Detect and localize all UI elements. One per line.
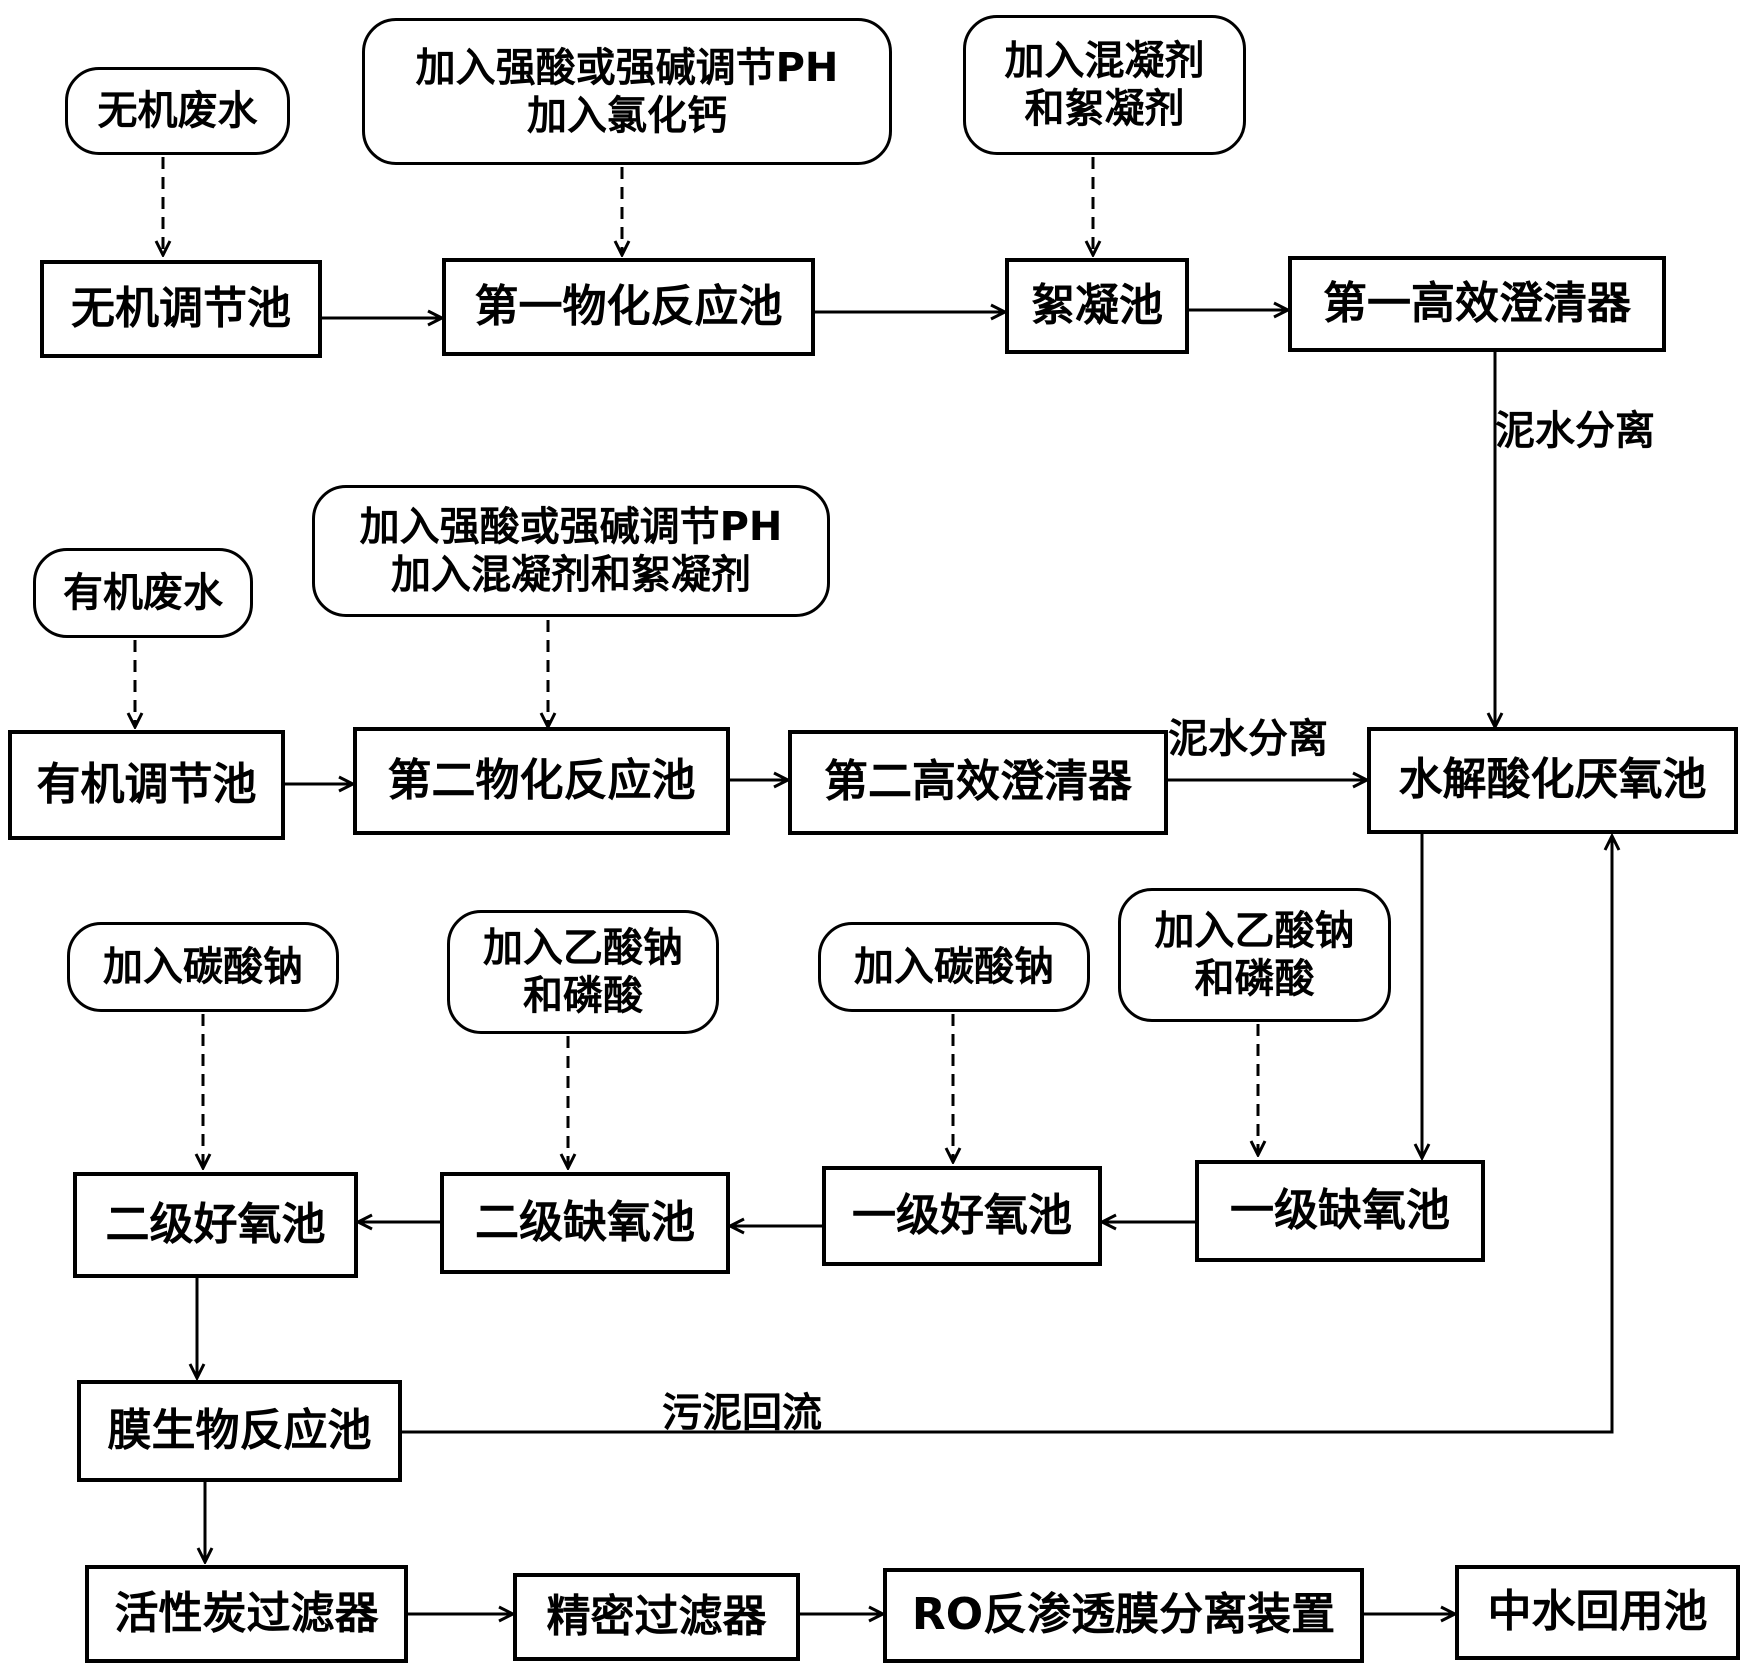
primary-anoxic-tank-label: 一级缺氧池 [1230, 1184, 1450, 1236]
primary-aerobic-tank-label: 一级好氧池 [852, 1189, 1072, 1241]
inorganic-wastewater-node: 无机废水 [65, 67, 290, 155]
reagent-7-line-1: 加入乙酸钠 [1154, 908, 1355, 954]
organic-wastewater-node: 有机废水 [33, 548, 253, 638]
reagent-node-5: 加入乙酸钠 和磷酸 [447, 910, 719, 1034]
secondary-aerobic-tank: 二级好氧池 [73, 1172, 358, 1278]
second-physicochemical-tank: 第二物化反应池 [353, 727, 730, 835]
first-clarifier-label: 第一高效澄清器 [1323, 277, 1631, 329]
first-physicochemical-tank-label: 第一物化反应池 [474, 280, 783, 332]
ro-separation-unit-label: RO反渗透膜分离装置 [911, 1589, 1336, 1641]
ro-separation-unit: RO反渗透膜分离装置 [883, 1568, 1364, 1663]
organic-wastewater-label: 有机废水 [63, 570, 223, 616]
reagent-6-label: 加入碳酸钠 [854, 944, 1054, 990]
reagent-5-line-1: 加入乙酸钠 [483, 925, 683, 971]
reagent-2-line-1: 加入混凝剂 [1004, 38, 1205, 84]
mbr-tank: 膜生物反应池 [77, 1380, 402, 1482]
sludge-water-separation-label-2: 泥水分离 [1168, 716, 1328, 762]
second-clarifier: 第二高效澄清器 [788, 730, 1168, 835]
second-physicochemical-tank-label: 第二物化反应池 [387, 754, 696, 806]
precision-filter-label: 精密过滤器 [546, 1590, 767, 1642]
reagent-node-4: 加入碳酸钠 [67, 922, 339, 1012]
precision-filter: 精密过滤器 [513, 1573, 800, 1661]
reagent-5-line-2: 和磷酸 [523, 973, 643, 1019]
hydrolysis-anaerobic-tank-label: 水解酸化厌氧池 [1398, 754, 1707, 806]
secondary-aerobic-tank-label: 二级好氧池 [105, 1198, 326, 1250]
organic-equalization-tank-label: 有机调节池 [36, 758, 257, 810]
activated-carbon-filter-label: 活性炭过滤器 [114, 1587, 379, 1639]
first-physicochemical-tank: 第一物化反应池 [442, 258, 815, 356]
reclaimed-water-tank-label: 中水回用池 [1487, 1586, 1708, 1638]
inorganic-equalization-tank: 无机调节池 [40, 260, 322, 358]
inorganic-wastewater-label: 无机废水 [97, 88, 258, 134]
reagent-node-1: 加入强酸或强碱调节PH 加入氯化钙 [362, 18, 892, 165]
secondary-anoxic-tank: 二级缺氧池 [440, 1172, 730, 1274]
sludge-return-line [402, 836, 1612, 1434]
reagent-1-line-2: 加入氯化钙 [527, 92, 727, 139]
hydrolysis-anaerobic-tank: 水解酸化厌氧池 [1367, 727, 1738, 834]
reagent-node-3: 加入强酸或强碱调节PH 加入混凝剂和絮凝剂 [312, 485, 830, 617]
secondary-anoxic-tank-label: 二级缺氧池 [475, 1196, 695, 1248]
second-clarifier-label: 第二高效澄清器 [824, 756, 1132, 808]
first-clarifier: 第一高效澄清器 [1288, 256, 1666, 352]
organic-equalization-tank: 有机调节池 [8, 730, 285, 840]
primary-anoxic-tank: 一级缺氧池 [1195, 1160, 1485, 1262]
inorganic-equalization-tank-label: 无机调节池 [71, 282, 291, 334]
reagent-3-line-2: 加入混凝剂和絮凝剂 [391, 552, 751, 598]
activated-carbon-filter: 活性炭过滤器 [85, 1565, 408, 1663]
reagent-4-label: 加入碳酸钠 [103, 944, 303, 990]
flocculation-tank: 絮凝池 [1005, 258, 1189, 354]
flocculation-tank-label: 絮凝池 [1031, 279, 1163, 331]
reagent-7-line-2: 和磷酸 [1194, 956, 1315, 1002]
reagent-3-line-1: 加入强酸或强碱调节PH [359, 504, 783, 550]
reagent-node-6: 加入碳酸钠 [818, 922, 1090, 1012]
reagent-2-line-2: 和絮凝剂 [1024, 86, 1185, 132]
reclaimed-water-tank: 中水回用池 [1455, 1565, 1740, 1660]
reagent-1-line-1: 加入强酸或强碱调节PH [415, 44, 839, 91]
reagent-node-7: 加入乙酸钠 和磷酸 [1118, 888, 1391, 1022]
sludge-return-label: 污泥回流 [662, 1390, 822, 1436]
mbr-tank-label: 膜生物反应池 [107, 1404, 372, 1456]
reagent-node-2: 加入混凝剂 和絮凝剂 [963, 15, 1246, 155]
sludge-water-separation-label-1: 泥水分离 [1495, 408, 1655, 454]
primary-aerobic-tank: 一级好氧池 [822, 1166, 1102, 1266]
